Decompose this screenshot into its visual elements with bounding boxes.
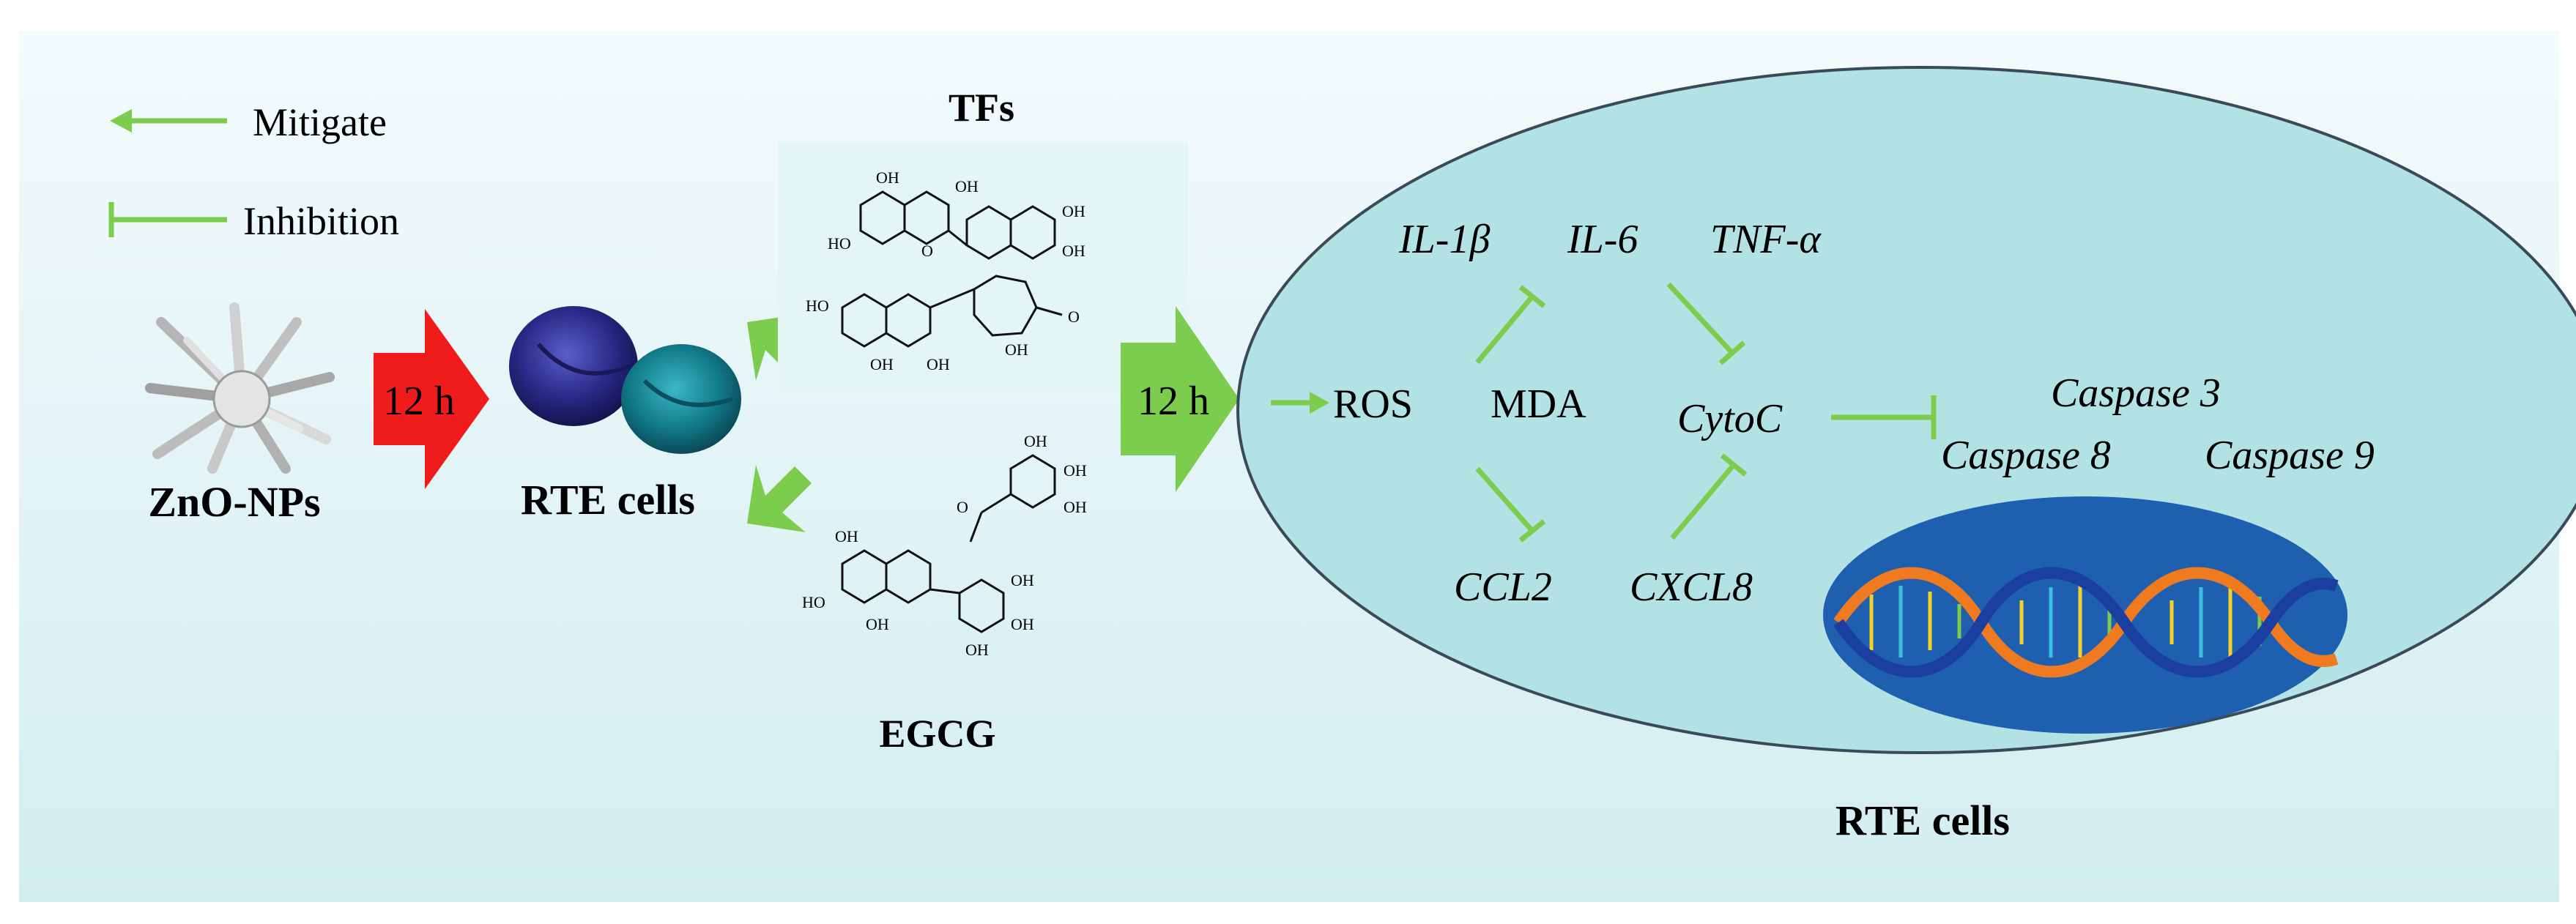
nucleus-dna-icon	[1823, 496, 2347, 734]
tnfa-label: TNF-α	[1710, 217, 1822, 262]
rte-cells-icon	[509, 306, 741, 454]
inhibition-bar-icon	[108, 202, 227, 237]
green-arrow-12h: 12 h	[1121, 306, 1239, 492]
caspase9-label: Caspase 9	[2205, 433, 2375, 478]
legend-inhibition-label: Inhibition	[243, 199, 399, 243]
legend: Mitigate Inhibition	[108, 100, 399, 243]
egcg-atom-label: OH	[965, 641, 989, 659]
rte-cells-label-bottom: RTE cells	[1836, 797, 2010, 844]
mda-label: MDA	[1491, 381, 1586, 427]
duration-label-2: 12 h	[1137, 379, 1209, 424]
zno-nanoparticle-icon	[145, 302, 335, 474]
inhibition-il6-cytoc	[1666, 282, 1746, 365]
tfs-molecule-icon	[841, 190, 1063, 348]
tfs-atom-label: HO	[806, 297, 829, 315]
tfs-structure-panel	[778, 143, 1188, 392]
egcg-molecule-icon	[841, 454, 1056, 633]
inhibition-ros-ccl2	[1475, 466, 1546, 543]
egcg-label: EGCG	[879, 712, 995, 756]
inhibition-cytoc-caspase	[1831, 395, 1937, 439]
tfs-atom-label: OH	[1005, 340, 1028, 359]
pathway-connectors	[1271, 282, 1937, 543]
pathway-labels: ROS MDA IL-1β IL-6 TNF-α CytoC CCL2 CXCL…	[1333, 217, 2375, 610]
tfs-atom-label: HO	[828, 234, 851, 253]
tfs-atom-label: OH	[955, 177, 979, 195]
tfs-atom-label: O	[921, 242, 933, 260]
egcg-atom-label: OH	[866, 615, 889, 633]
mitigate-arrow-egcg	[747, 465, 812, 532]
inhibition-ros-il1b	[1475, 285, 1546, 365]
egcg-atom-label: OH	[1064, 461, 1087, 480]
mitigate-arrowhead-ros	[1310, 392, 1329, 414]
cxcl8-label: CXCL8	[1630, 565, 1753, 610]
egcg-atom-label: HO	[802, 593, 825, 611]
egcg-atom-label: OH	[1011, 571, 1034, 589]
egcg-atom-label: OH	[835, 527, 858, 545]
red-arrow-12h: 12 h	[374, 309, 489, 489]
tfs-atom-label: OH	[1062, 202, 1085, 220]
inhibition-cxcl8-cytoc	[1670, 453, 1748, 540]
tfs-atom-label: OH	[927, 355, 950, 373]
tfs-atom-label: O	[1068, 308, 1080, 326]
mitigate-arrow-icon	[110, 109, 227, 133]
rte-cells-label-left: RTE cells	[521, 476, 695, 524]
legend-mitigate-label: Mitigate	[253, 100, 387, 144]
egcg-atom-label: OH	[1024, 432, 1047, 450]
tfs-atom-label: OH	[876, 168, 899, 187]
egcg-atom-label: OH	[1064, 498, 1087, 516]
zno-nps-label: ZnO-NPs	[148, 478, 320, 526]
egcg-atom-label: O	[957, 498, 968, 516]
tfs-atom-label: OH	[870, 355, 894, 373]
ccl2-label: CCL2	[1454, 565, 1552, 610]
il6-label: IL-6	[1567, 217, 1638, 262]
egcg-atom-label: OH	[1011, 615, 1034, 633]
il1b-label: IL-1β	[1398, 217, 1490, 262]
tfs-atom-labels: OH OH HO O OH OH HO O OH OH OH	[806, 168, 1085, 373]
egcg-atom-labels: OH OH OH O OH HO OH OH OH OH	[802, 432, 1087, 659]
tfs-atom-label: OH	[1062, 242, 1085, 260]
caspase8-label: Caspase 8	[1941, 433, 2111, 478]
ros-label: ROS	[1333, 381, 1413, 427]
caspase3-label: Caspase 3	[2051, 370, 2221, 416]
duration-label-1: 12 h	[383, 379, 455, 424]
cytoc-label: CytoC	[1677, 396, 1783, 441]
tfs-label: TFs	[949, 86, 1014, 130]
